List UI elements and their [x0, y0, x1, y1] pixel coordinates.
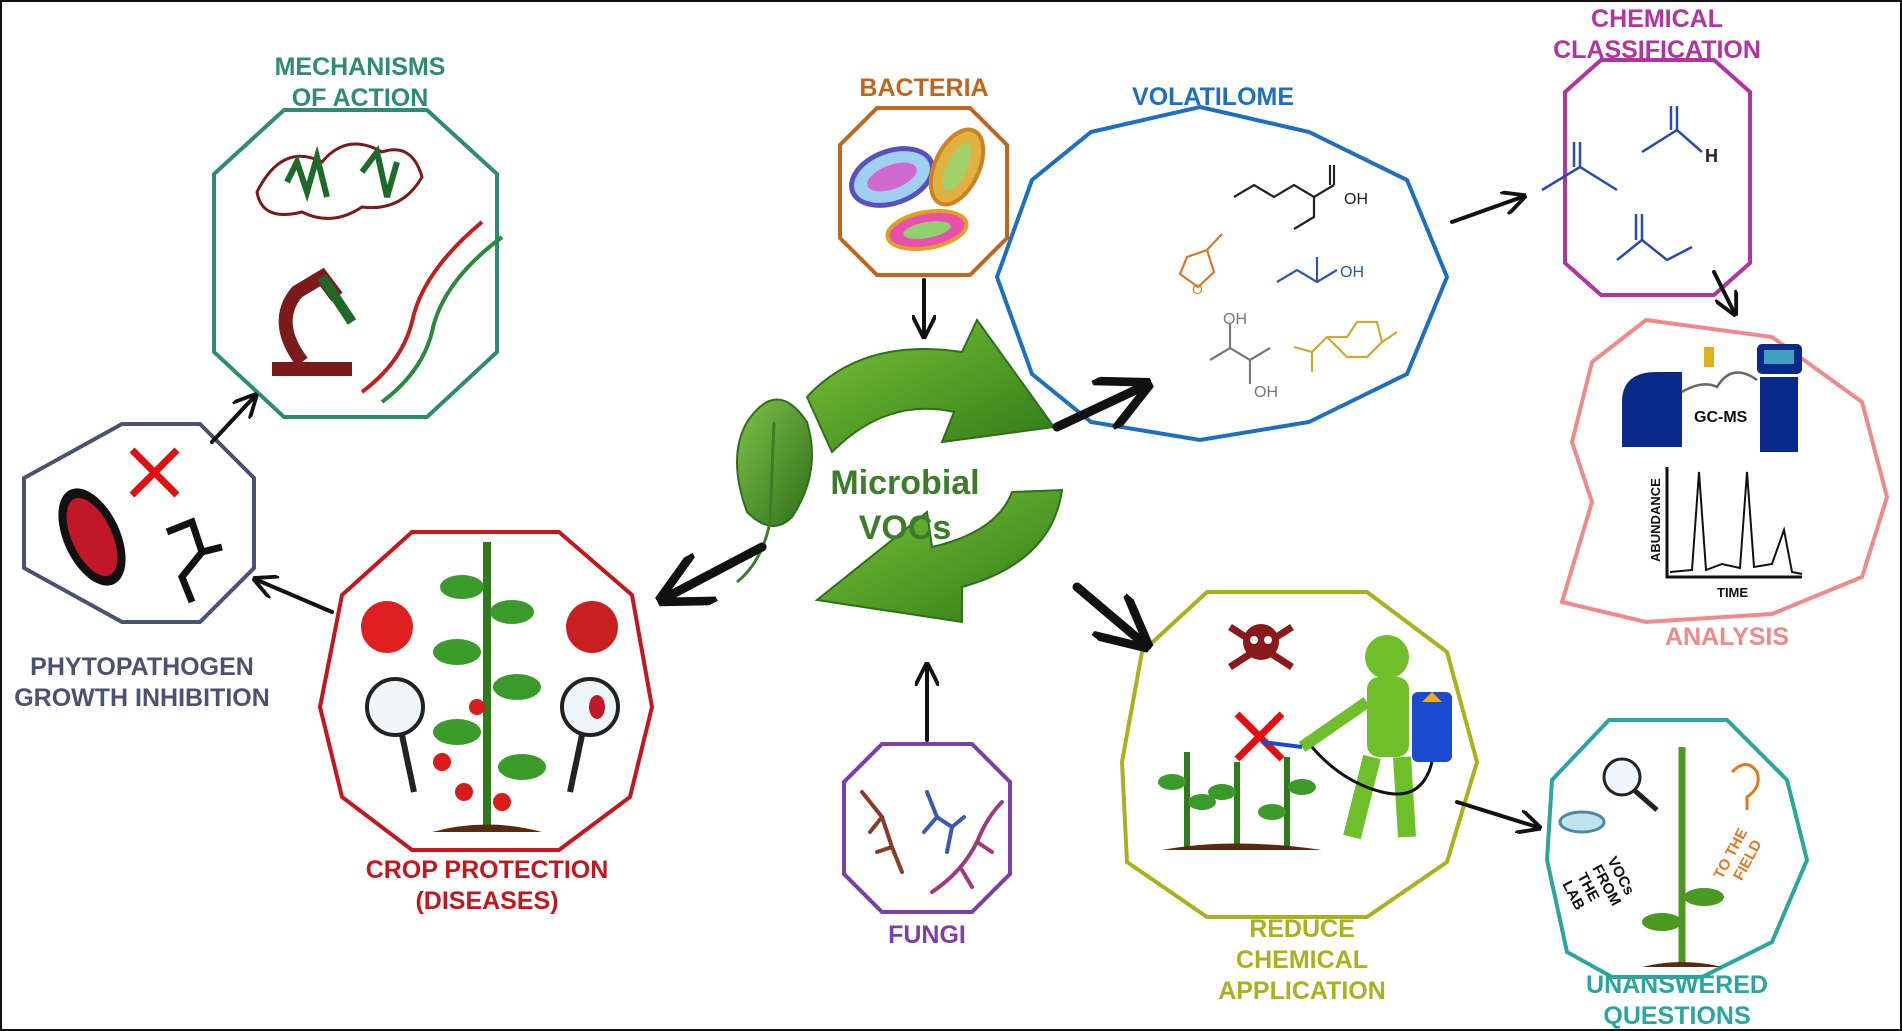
mechanisms-frame: [212, 108, 499, 419]
sprayed-plants-icon: [1158, 752, 1322, 850]
bacteria-label: BACTERIA: [859, 74, 989, 102]
chemical-label-line1: CHEMICAL: [1591, 5, 1723, 33]
analysis-node: GC-MS ABUNDANCE TIME: [1559, 317, 1890, 625]
chemical-label-line2: CLASSIFICATION: [1553, 36, 1761, 64]
unanswered-label-line1: UNANSWERED: [1586, 971, 1768, 999]
magnifier-icon: [1602, 757, 1659, 812]
reduce-chemical-node: [1119, 590, 1480, 919]
abundance-axis-label: ABUNDANCE: [1648, 478, 1663, 562]
recycle-arrows-icon: [736, 318, 1064, 624]
arrow-crop-to-phytopathogen: [257, 580, 334, 614]
chemical-frame: [1563, 58, 1752, 297]
unanswered-frame: [1544, 718, 1810, 979]
oh-text: OH: [1344, 191, 1368, 208]
arrow-center-to-crop: [667, 542, 767, 597]
dna-helix-icon: [360, 220, 504, 404]
crop-label-line2: (DISEASES): [415, 887, 559, 915]
gc-ms-instrument: GC-MS: [1622, 344, 1802, 452]
connector-arrows: [210, 197, 1734, 827]
leaf-stem: [736, 421, 776, 584]
mechanisms-label: MECHANISMS OF ACTION: [230, 52, 490, 114]
phytopathogen-label: PHYTOPATHOGEN GROWTH INHIBITION: [2, 652, 282, 714]
inhibition-x-mark: [129, 447, 180, 498]
fungi-node: [842, 742, 1012, 914]
chemical-classification-label: CHEMICAL CLASSIFICATION: [1512, 4, 1802, 66]
analysis-label: ANALYSIS: [1664, 623, 1790, 651]
tomato-icon: [566, 601, 618, 653]
functional-groups: [1541, 106, 1703, 262]
volatilome-label: VOLATILOME: [1132, 83, 1295, 111]
magnifier-icon: [365, 677, 425, 793]
o-text: O: [1192, 281, 1203, 297]
fungi-label: FUNGI: [888, 921, 966, 949]
h-text: H: [1705, 146, 1718, 166]
arrow-center-to-volatilome: [1052, 387, 1142, 432]
vocs-from-lab-text: VOCs FROM THE LAB: [1558, 854, 1637, 913]
oh-text: OH: [1254, 384, 1278, 401]
bacteria-illustration: [849, 127, 986, 252]
crop-label-line1: CROP PROTECTION: [365, 856, 609, 884]
time-axis-label: TIME: [1717, 585, 1748, 600]
fungal-hyphae-icon: [165, 517, 223, 604]
crop-protection-label: CROP PROTECTION (DISEASES): [347, 855, 627, 917]
chemical-classification-node: H: [1541, 58, 1752, 297]
seedling-icon: [1642, 747, 1724, 967]
protein-structure: [255, 142, 424, 220]
microscope-icon: [272, 267, 357, 376]
oh-text: OH: [1223, 311, 1247, 328]
unanswered-questions-label: UNANSWERED QUESTIONS: [1567, 970, 1787, 1030]
volatilome-frame: [994, 104, 1450, 443]
mechanisms-label-line2: OF ACTION: [291, 84, 429, 112]
center-title-line1: Microbial: [830, 464, 979, 502]
skull-crossbones-icon: [1228, 624, 1294, 670]
magnifier-icon: [560, 677, 620, 793]
reduce-chemical-label: REDUCE CHEMICAL APPLICATION: [1202, 914, 1402, 1007]
reduce-label-line3: APPLICATION: [1218, 977, 1386, 1005]
center-title-line2: VOCs: [859, 509, 952, 547]
volatilome-node: OH OH OH OH O: [994, 104, 1450, 443]
oh-text: OH: [1340, 264, 1364, 281]
reduce-label-line2: CHEMICAL: [1236, 946, 1368, 974]
petri-dish-icon: [1558, 810, 1606, 834]
reduce-label-line1: REDUCE: [1249, 915, 1355, 943]
arrow-phytopathogen-to-mechanisms: [210, 397, 254, 444]
arrow-chemical-to-analysis: [1712, 270, 1734, 312]
bacteria-node: [838, 106, 1009, 277]
farmer-sprayer-icon: [1261, 635, 1452, 840]
gcms-text: GC-MS: [1694, 409, 1748, 426]
recycle-arrow-bottom: [814, 488, 1064, 624]
phytopathogen-label-line1: PHYTOPATHOGEN: [30, 653, 254, 681]
tomato-icon: [361, 601, 413, 653]
mechanisms-label-line1: MECHANISMS: [274, 53, 446, 81]
question-marks-icon: [1730, 763, 1760, 810]
arrow-reduce-to-unanswered: [1455, 800, 1537, 827]
mechanisms-node: [212, 108, 504, 419]
recycle-arrow-top: [805, 318, 1056, 454]
chromatogram: ABUNDANCE TIME: [1648, 467, 1803, 600]
tomato-plant-icon: [432, 542, 546, 832]
phytopathogen-label-line2: GROWTH INHIBITION: [14, 684, 270, 712]
arrow-volatilome-to-chemical: [1450, 197, 1522, 224]
unanswered-questions-node: VOCs FROM THE LAB TO THE FIELD: [1544, 718, 1810, 979]
pathogen-bacterium-icon: [58, 488, 126, 586]
no-spray-x-mark: [1234, 711, 1285, 762]
leaf-icon: [736, 398, 813, 527]
phytopathogen-node: [22, 422, 256, 624]
fungi-illustration: [860, 790, 1004, 894]
crop-protection-node: [317, 530, 655, 852]
unanswered-label-line2: QUESTIONS: [1603, 1002, 1751, 1030]
molecule-structures: [1178, 165, 1398, 384]
arrow-center-to-reduce: [1072, 582, 1142, 642]
phytopathogen-frame: [22, 422, 256, 624]
